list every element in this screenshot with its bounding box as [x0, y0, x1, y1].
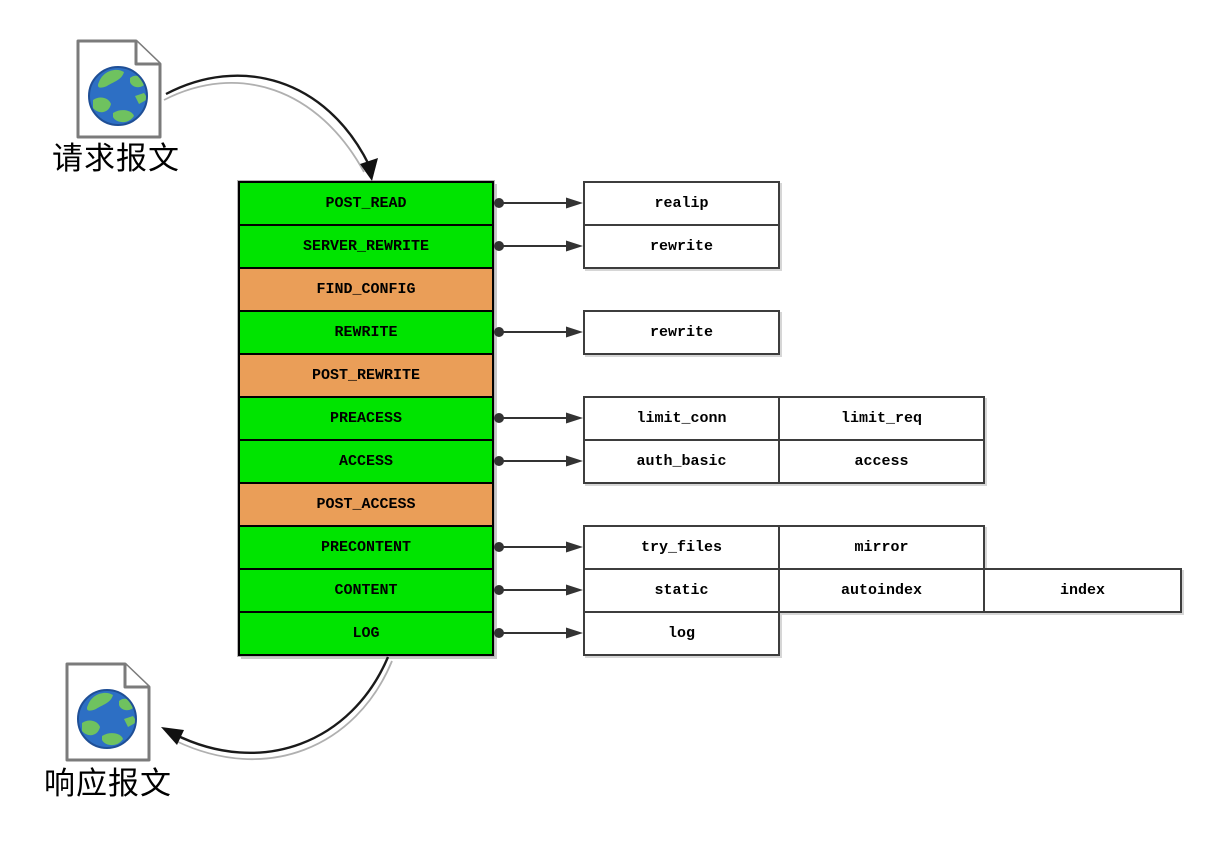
- globe-document-icon: [76, 39, 162, 139]
- response-document-icon: [64, 661, 152, 768]
- phase-post-access: POST_ACCESS: [238, 482, 494, 527]
- page-fold: [134, 41, 160, 66]
- arrowhead-up-left: [161, 727, 184, 745]
- globe-continents: [82, 692, 135, 746]
- arrowhead-right: [566, 455, 583, 467]
- response-label: 响应报文: [44, 766, 172, 801]
- phase-precontent: PRECONTENT: [238, 525, 494, 570]
- arrowhead-right: [566, 627, 583, 639]
- module-limit-conn: limit_conn: [583, 396, 780, 441]
- phase-find-config: FIND_CONFIG: [238, 267, 494, 312]
- phase-stack: POST_READ SERVER_REWRITE FIND_CONFIG REW…: [237, 180, 495, 657]
- phase-content: CONTENT: [238, 568, 494, 613]
- arrowhead-right: [566, 584, 583, 596]
- connector-access: [494, 455, 583, 467]
- phase-log: LOG: [238, 611, 494, 656]
- phase-post-rewrite: POST_REWRITE: [238, 353, 494, 398]
- phase-server-rewrite: SERVER_REWRITE: [238, 224, 494, 269]
- connector-precontent: [494, 541, 583, 553]
- globe-document-icon: [65, 662, 151, 762]
- module-access: access: [778, 439, 985, 484]
- arrowhead-right: [566, 541, 583, 553]
- response-flow-arrow: [161, 656, 393, 761]
- connector-content: [494, 584, 583, 596]
- module-realip: realip: [583, 181, 780, 226]
- module-index: index: [983, 568, 1182, 613]
- module-autoindex: autoindex: [778, 568, 985, 613]
- page-fold: [123, 664, 149, 689]
- arrowhead-right: [566, 412, 583, 424]
- connector-rewrite: [494, 326, 583, 338]
- module-mirror: mirror: [778, 525, 985, 570]
- module-limit-req: limit_req: [778, 396, 985, 441]
- phase-preacess: PREACESS: [238, 396, 494, 441]
- arrowhead-right: [566, 197, 583, 209]
- arrowhead-right: [566, 326, 583, 338]
- request-label: 请求报文: [52, 141, 180, 176]
- module-static: static: [583, 568, 780, 613]
- arrowhead-right: [566, 240, 583, 252]
- connector-log: [494, 627, 583, 639]
- request-flow-arrow: [163, 74, 378, 181]
- request-document-icon: [75, 38, 163, 145]
- module-try-files: try_files: [583, 525, 780, 570]
- module-log: log: [583, 611, 780, 656]
- phase-rewrite: REWRITE: [238, 310, 494, 355]
- phase-post-read: POST_READ: [238, 181, 494, 226]
- arrowhead-down: [360, 158, 378, 181]
- connector-post-read: [494, 197, 583, 209]
- connector-preacess: [494, 412, 583, 424]
- module-auth-basic: auth_basic: [583, 439, 780, 484]
- module-rewrite: rewrite: [583, 310, 780, 355]
- phase-access: ACCESS: [238, 439, 494, 484]
- module-rewrite-server: rewrite: [583, 224, 780, 269]
- connector-server-rewrite: [494, 240, 583, 252]
